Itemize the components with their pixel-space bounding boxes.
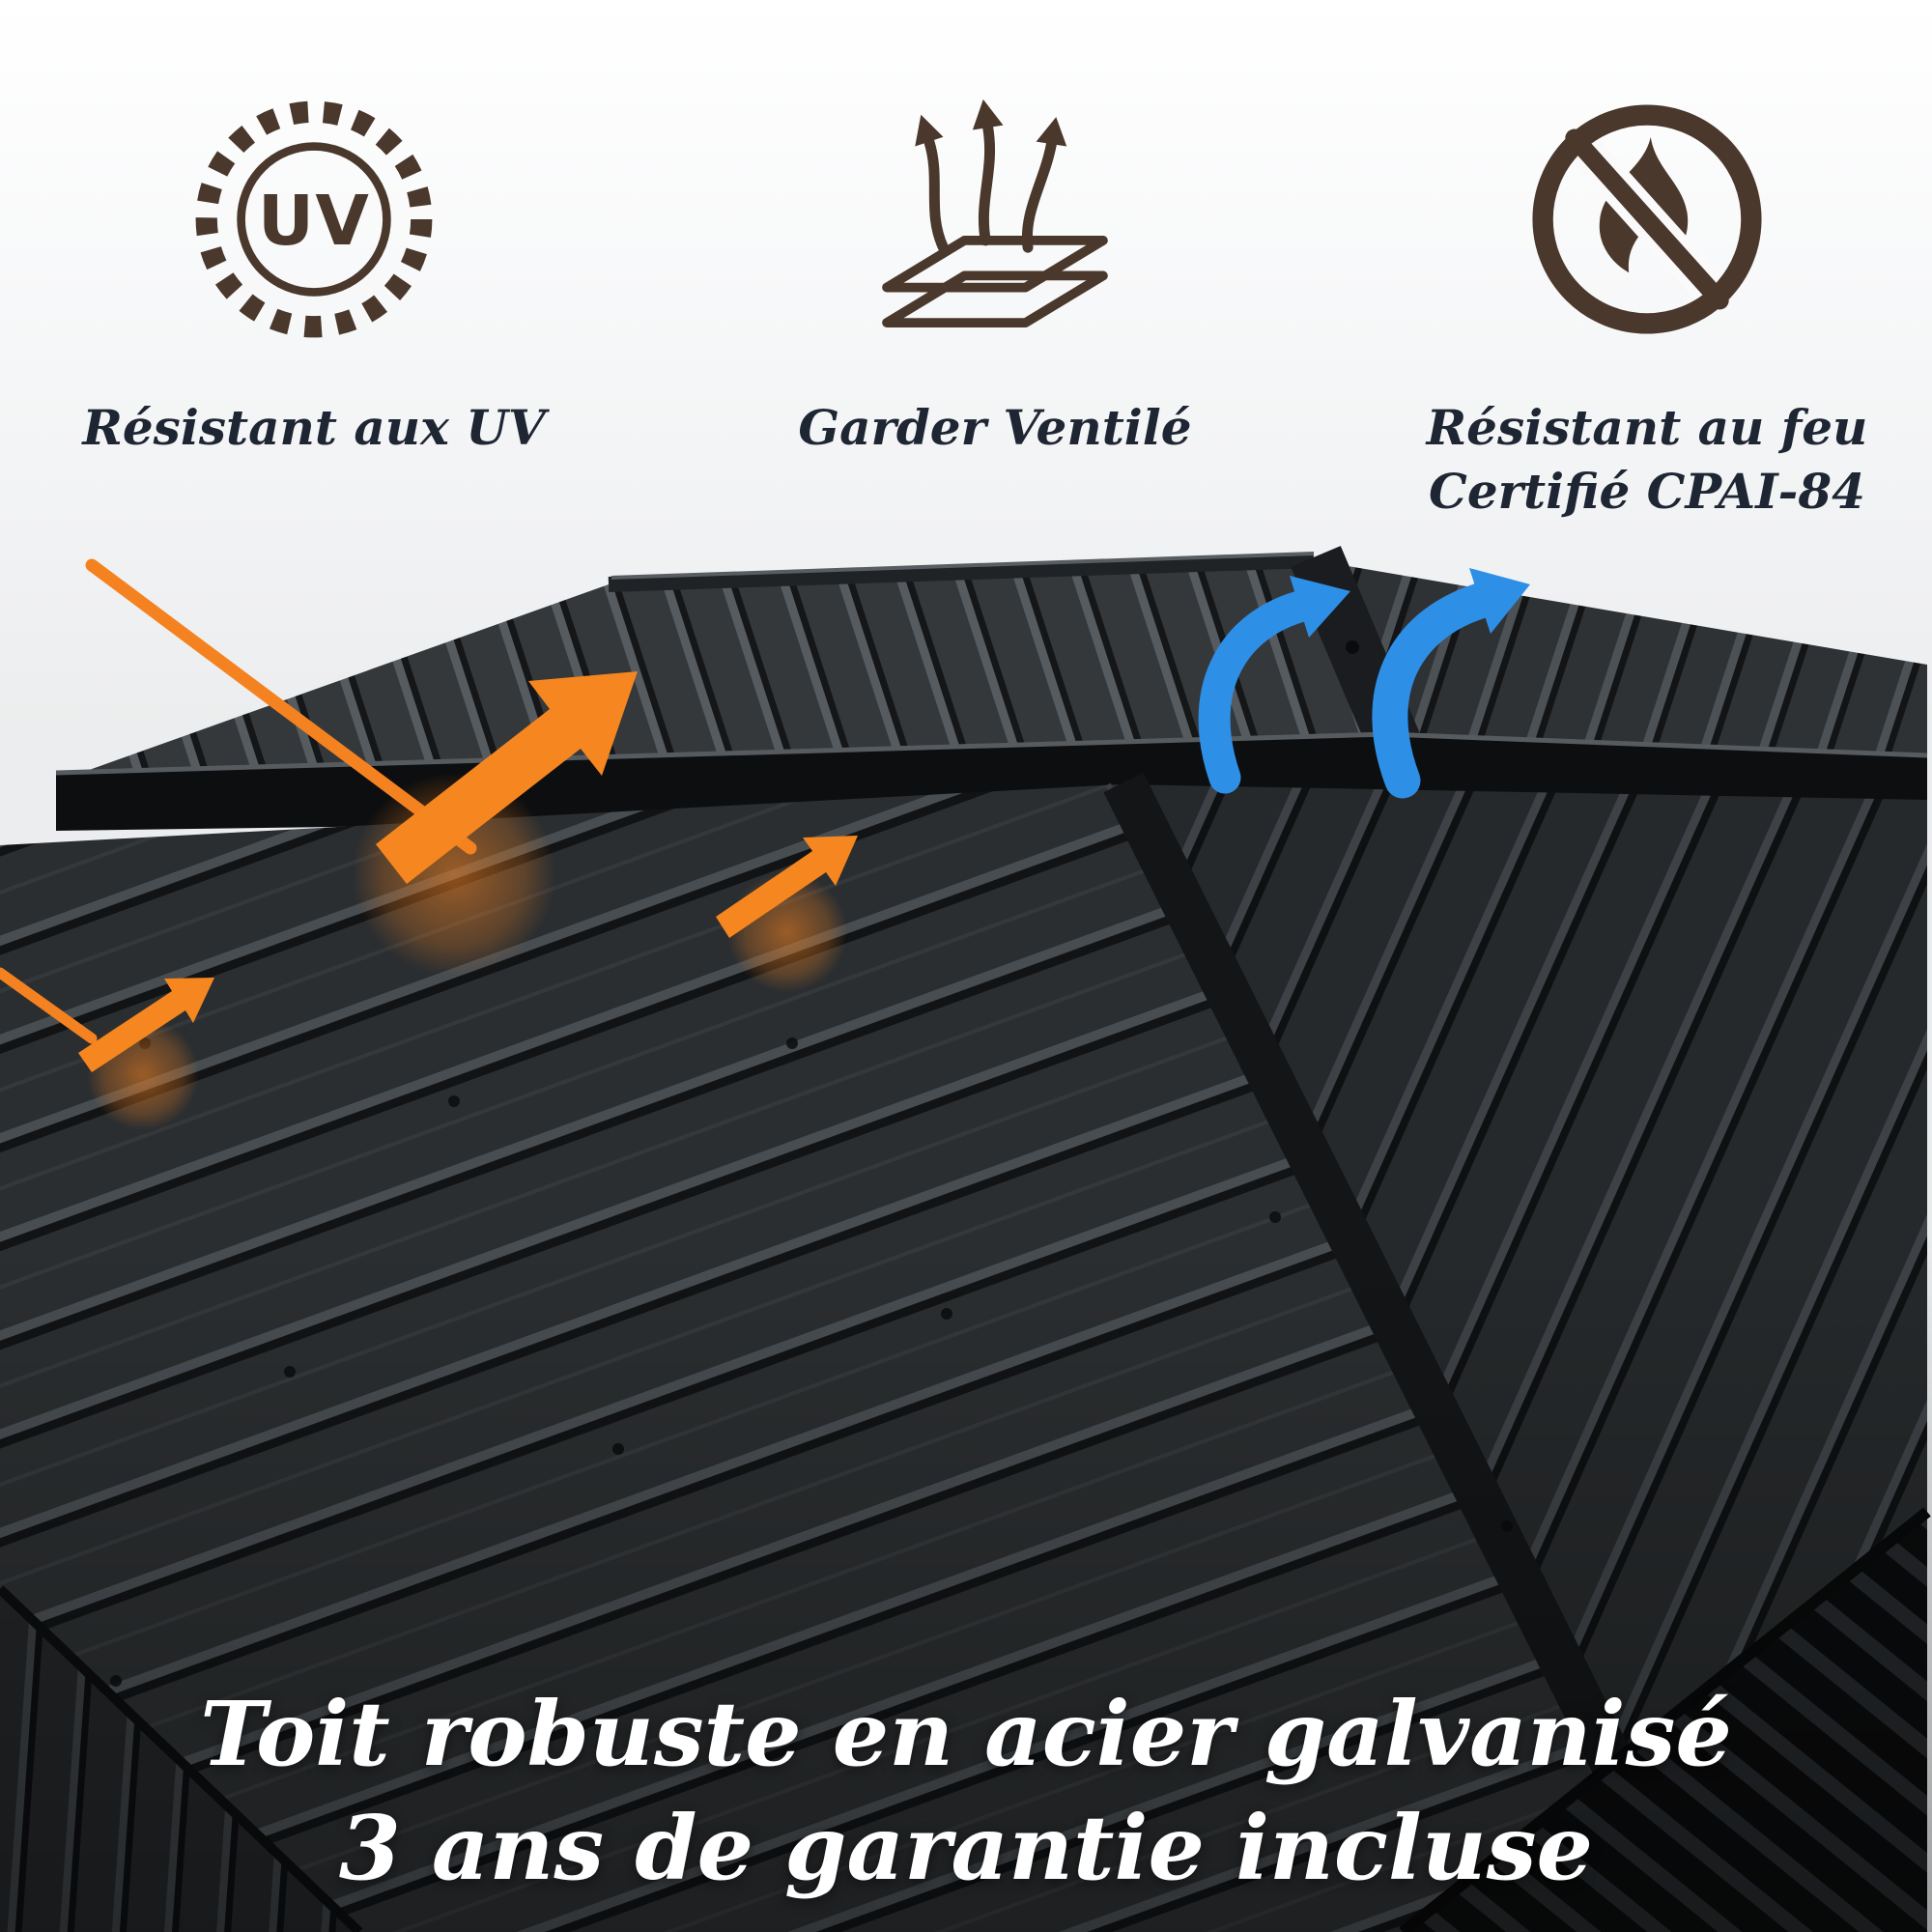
feature-ventilation-label: Garder Ventilé (798, 399, 1192, 456)
caption-line-1: Toit robuste en acier galvanisé (200, 1682, 1732, 1786)
feature-uv-label: Résistant aux UV (82, 399, 546, 456)
feature-fire-label-1: Résistant au feu (1426, 399, 1868, 456)
feature-ventilation: Garder Ventilé (753, 43, 1236, 460)
roof-photo (0, 541, 1932, 1932)
no-fire-icon (1391, 43, 1903, 396)
uv-icon-text: UV (258, 180, 370, 261)
caption: Toit robuste en acier galvanisé 3 ans de… (0, 1677, 1932, 1905)
photo-vignette (0, 541, 1932, 1932)
feature-uv: UV Résistant aux UV (72, 43, 555, 460)
caption-line-2: 3 ans de garantie incluse (338, 1796, 1594, 1900)
uv-sun-icon: UV (72, 43, 555, 396)
feature-fire: Résistant au feu Certifié CPAI-84 (1391, 43, 1903, 524)
airflow-layers-icon (753, 43, 1236, 396)
feature-fire-label-2: Certifié CPAI-84 (1429, 463, 1865, 520)
